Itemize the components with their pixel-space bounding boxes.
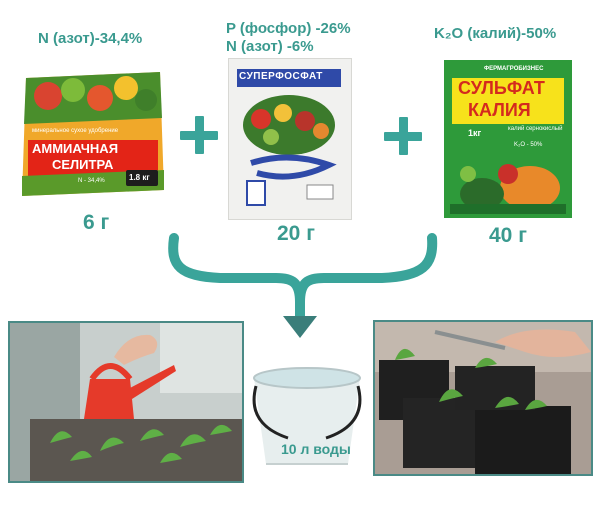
pack3-title-line2: КАЛИЯ <box>468 100 531 120</box>
photo-seedlings-pots <box>373 320 593 476</box>
watering-can-icon <box>84 363 176 419</box>
package-potassium-sulfate: ФЕРМАГРОБИЗНЕС СУЛЬФАТ КАЛИЯ 1кг калий с… <box>444 60 572 218</box>
pack3-title-band <box>452 78 564 124</box>
pack1-note: N - 34,4% <box>78 178 105 184</box>
water-label: 10 л воды <box>281 441 351 457</box>
label-ammonium-nitrate: N (азот)-34,4% <box>38 30 143 47</box>
pack3-subtitle: калий сернокислый <box>508 126 563 132</box>
pack2-title: СУПЕРФОСФАТ <box>239 71 323 82</box>
pack3-weight: 1кг <box>468 128 482 138</box>
plus-icon <box>180 116 218 154</box>
pack1-title-line2: СЕЛИТРА <box>52 157 114 172</box>
dose-potassium-sulfate: 40 г <box>489 224 527 247</box>
photo-watering-seedlings <box>8 321 244 483</box>
plus-icon <box>384 117 422 155</box>
package-superphosphate: СУПЕРФОСФАТ <box>228 58 352 220</box>
pack1-weight: 1.8 кг <box>129 173 150 182</box>
label-superphosphate-p: P (фосфор) -26% <box>226 20 351 37</box>
label-superphosphate-n: N (азот) -6% <box>226 38 314 55</box>
pack3-brand: ФЕРМАГРОБИЗНЕС <box>484 66 544 72</box>
label-potassium-sulfate: K₂O (калий)-50% <box>434 25 557 42</box>
pack1-subtitle: минеральное сухое удобрение <box>32 128 119 134</box>
dose-ammonium-nitrate: 6 г <box>83 211 110 234</box>
brace-arrow-icon <box>168 233 438 338</box>
dose-superphosphate: 20 г <box>277 222 315 245</box>
package-ammonium-nitrate: минеральное сухое удобрение АММИАЧНАЯ СЕ… <box>18 66 168 202</box>
pack3-title-line1: СУЛЬФАТ <box>458 78 545 98</box>
pack1-title-line1: АММИАЧНАЯ <box>32 141 119 156</box>
pack2-title-band <box>237 69 341 87</box>
pack3-note: K₂O - 50% <box>514 142 543 148</box>
bucket-icon <box>252 367 362 465</box>
